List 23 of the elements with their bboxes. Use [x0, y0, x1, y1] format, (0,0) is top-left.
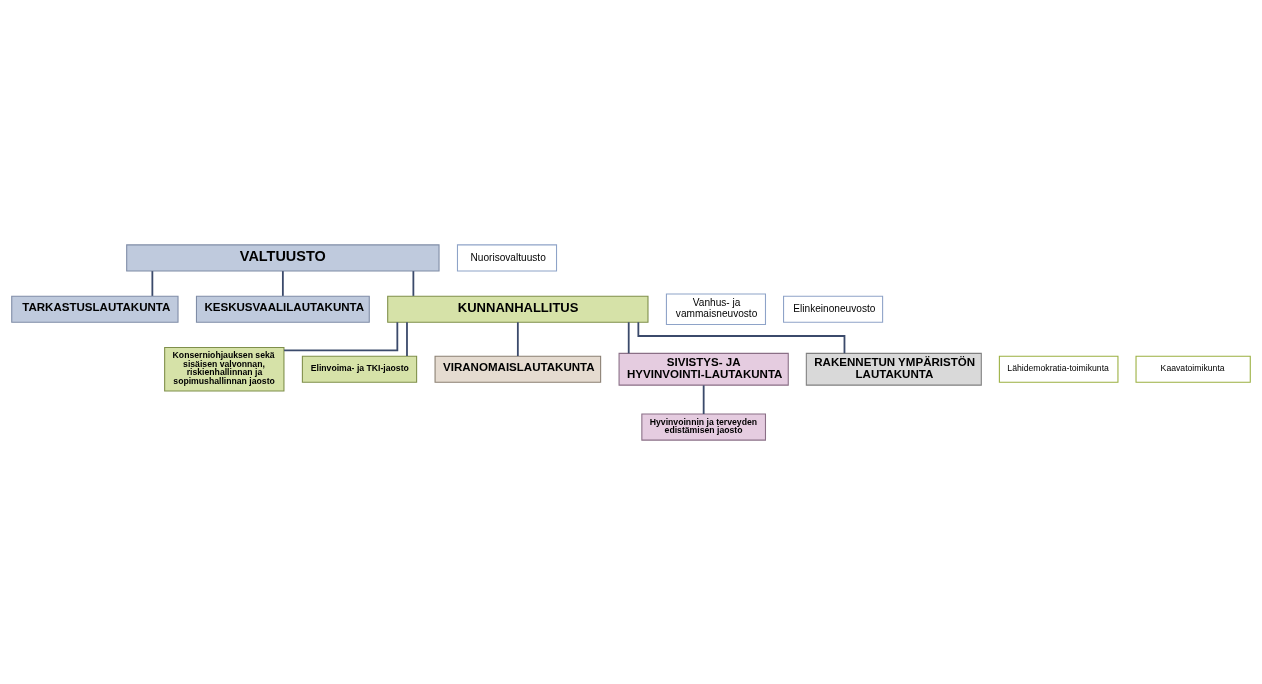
connector — [627, 320, 630, 354]
connector — [412, 269, 415, 297]
node-box: Vanhus- ja vammaisneuvosto — [665, 293, 766, 325]
connector — [516, 320, 519, 357]
node-box: Hyvinvoinnin ja terveyden edistämisen jaosto — [641, 413, 766, 441]
node-box: Elinvoima- ja TKI-jaosto — [301, 355, 418, 383]
node-box: VALTUUSTO — [126, 243, 440, 271]
node-box: Konserniohjauksen sekä sisäisen valvonnan, riskienhallinnan ja sopimushallinnan jaosto — [164, 346, 285, 391]
node-box: VIRANOMAISLAUTAKUNTA — [434, 355, 602, 383]
connector — [406, 320, 408, 357]
node-box: Nuorisovaltuusto — [456, 243, 558, 271]
connector — [283, 320, 399, 351]
connector — [281, 269, 284, 297]
node-box: KUNNANHALLITUS — [387, 295, 649, 323]
connector — [151, 269, 154, 297]
node-box: Elinkeinoneuvosto — [783, 295, 884, 323]
node-box: Lähidemokratia-toimikunta — [998, 355, 1119, 383]
node-box: SIVISTYS- JA HYVINVOINTI-LAUTAKUNTA — [618, 352, 789, 386]
node-box: TARKASTUSLAUTAKUNTA — [11, 295, 179, 323]
node-box: KESKUSVAALILAUTAKUNTA — [195, 295, 370, 323]
node-box: RAKENNETUN YMPÄRISTÖN LAUTAKUNTA — [805, 352, 982, 386]
connector — [702, 383, 705, 415]
node-box: Kaavatoimikunta — [1135, 355, 1251, 383]
